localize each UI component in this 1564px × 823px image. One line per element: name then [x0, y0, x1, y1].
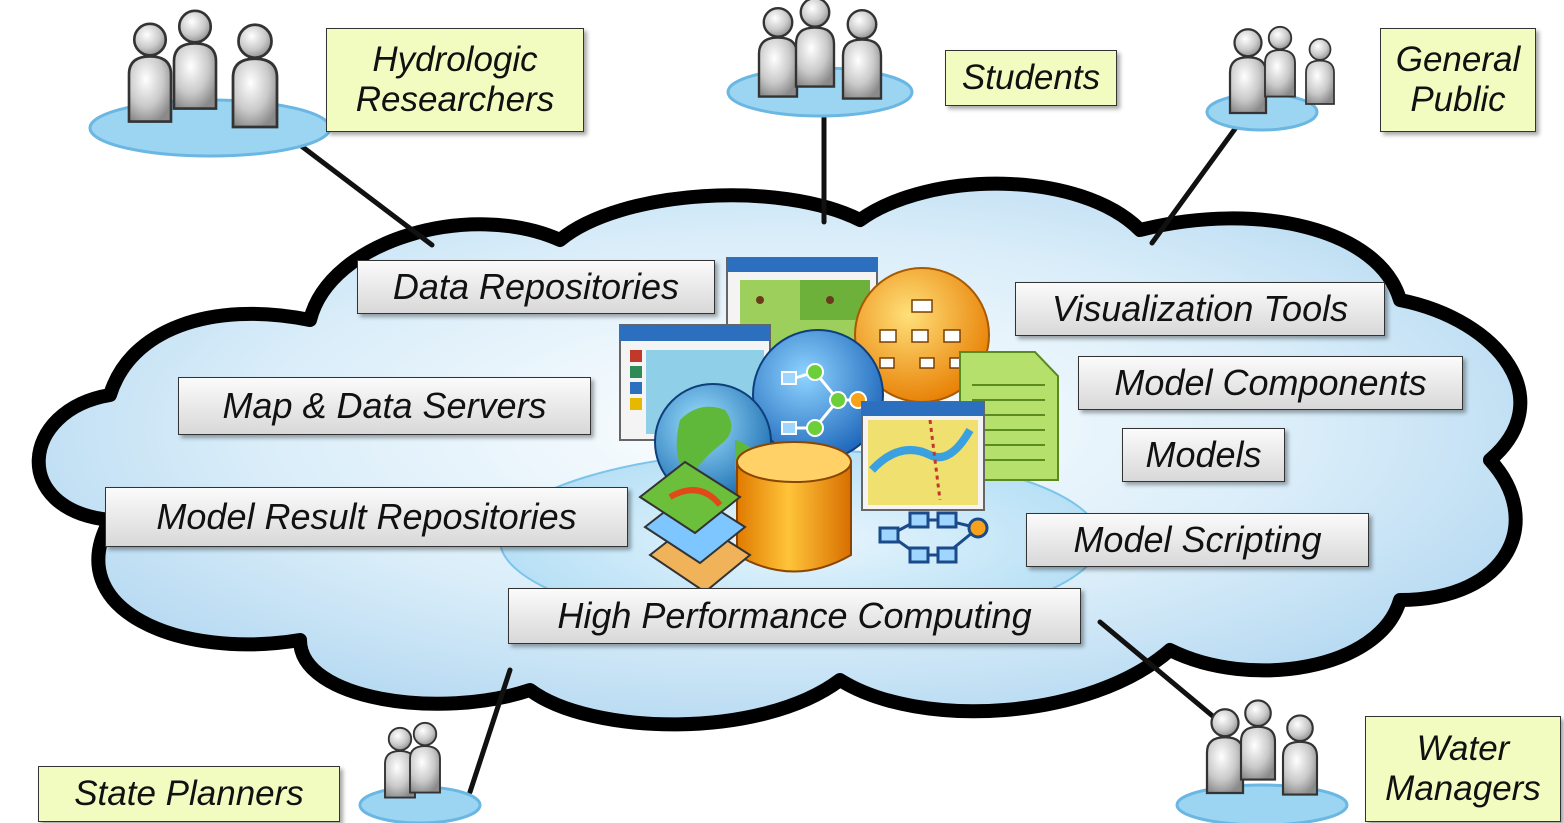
label-models: Models	[1122, 428, 1285, 482]
database-icon	[736, 441, 852, 573]
service-icons-cluster	[619, 257, 1059, 594]
connector-general-public	[1149, 119, 1243, 246]
connector-lines	[297, 115, 1243, 795]
people-group-icon	[1175, 699, 1349, 823]
connector-hydrologic-researchers	[297, 142, 435, 248]
label-data-repositories: Data Repositories	[357, 260, 715, 314]
label-model-result-repositories: Model Result Repositories	[105, 487, 628, 547]
label-water-managers: Water Managers	[1365, 716, 1561, 822]
people-group-icon	[88, 9, 332, 158]
connector-state-planners	[467, 667, 513, 795]
label-students: Students	[945, 50, 1117, 106]
connector-water-managers	[1097, 619, 1218, 721]
label-state-planners: State Planners	[38, 766, 340, 822]
label-general-public: General Public	[1380, 28, 1536, 132]
label-model-components: Model Components	[1078, 356, 1463, 410]
label-high-performance-computing: High Performance Computing	[508, 588, 1081, 644]
network-icon	[878, 511, 989, 564]
people-group-icon	[726, 0, 914, 118]
people-group-icon	[1205, 25, 1335, 132]
hierarchy-icon	[854, 267, 990, 403]
map-layers-icon	[638, 460, 752, 594]
people-group-icon	[358, 721, 482, 823]
label-model-scripting: Model Scripting	[1026, 513, 1369, 567]
label-visualization-tools: Visualization Tools	[1015, 282, 1385, 336]
label-map-data-servers: Map & Data Servers	[178, 377, 591, 435]
label-hydrologic-researchers: Hydrologic Researchers	[326, 28, 584, 132]
map-window-icon	[861, 401, 985, 511]
